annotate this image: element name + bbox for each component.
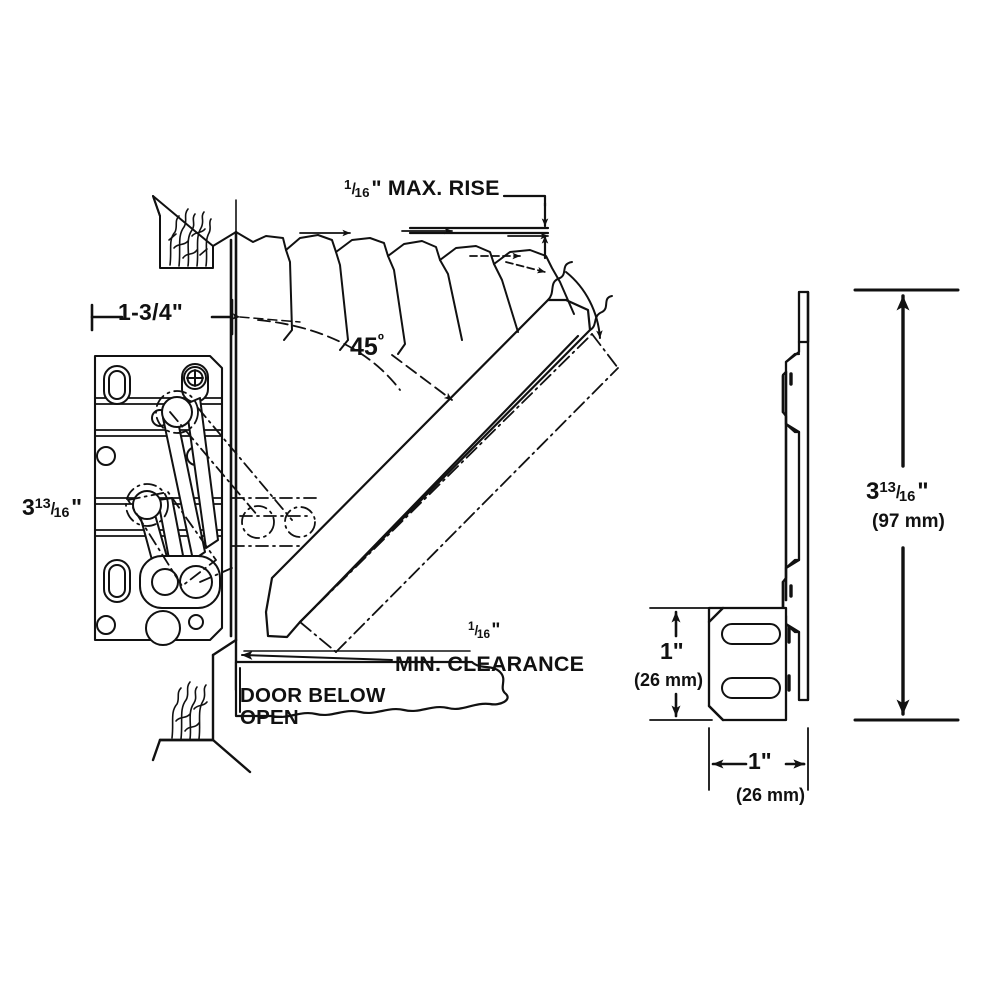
plate-hole-mid-left xyxy=(96,446,116,466)
plate-hole-lower-right xyxy=(188,614,204,630)
min-clearance-label: MIN. CLEARANCE xyxy=(395,652,585,676)
door-swing-arc xyxy=(565,271,603,339)
plate-screw-upper-right xyxy=(181,363,209,403)
wood-grain-hatch-lower xyxy=(171,681,208,740)
foot-height-label: 1" xyxy=(660,638,684,664)
foot-width-extension xyxy=(708,727,809,791)
min-clearance-leader xyxy=(241,650,393,661)
max-rise-dimension xyxy=(408,194,550,260)
foot-height-metric: (26 mm) xyxy=(634,670,704,690)
foot-width-metric: (26 mm) xyxy=(736,785,806,805)
wood-grain-hatch xyxy=(168,208,212,267)
width-label-1-3-4: 1-3/4" xyxy=(118,299,184,325)
foot-width-label: 1" xyxy=(748,748,772,774)
plate-slot-upper-left xyxy=(103,365,131,405)
door-phantom-duplicate xyxy=(299,333,619,653)
angle-leader-45 xyxy=(391,354,453,401)
plate-hole-lower-left xyxy=(96,615,116,635)
door-below-open-body xyxy=(234,660,509,718)
swing-start-arrow xyxy=(232,313,301,323)
plate-slot-lower-left xyxy=(103,559,131,603)
plan-height-label: 313/16" xyxy=(22,494,82,521)
hinge-pivot-bottom xyxy=(145,610,181,646)
door-break-edge xyxy=(547,261,613,331)
hinge-phantom-open xyxy=(125,390,319,587)
hinge-pivot-upper xyxy=(161,396,193,428)
side-height-metric: (97 mm) xyxy=(872,511,945,532)
door-open-solid xyxy=(264,298,592,639)
wood-grain-section xyxy=(152,195,237,269)
max-rise-label: 1/16" MAX. RISE xyxy=(344,176,500,200)
side-profile-jog-upper xyxy=(784,352,801,434)
foot-slot-lower xyxy=(721,677,781,699)
foot-slot-upper xyxy=(721,623,781,645)
angle-label-45: 45º xyxy=(350,331,384,361)
side-height-label: 313/16" xyxy=(866,478,929,505)
foot-height-extension xyxy=(649,607,713,721)
min-clearance-fraction: 1/16" xyxy=(468,620,501,641)
width-dimension-1-3-4 xyxy=(90,298,234,336)
swing-direction-arrows xyxy=(299,227,549,274)
overall-height-dimension xyxy=(853,288,960,722)
angle-arc-45 xyxy=(257,319,401,391)
